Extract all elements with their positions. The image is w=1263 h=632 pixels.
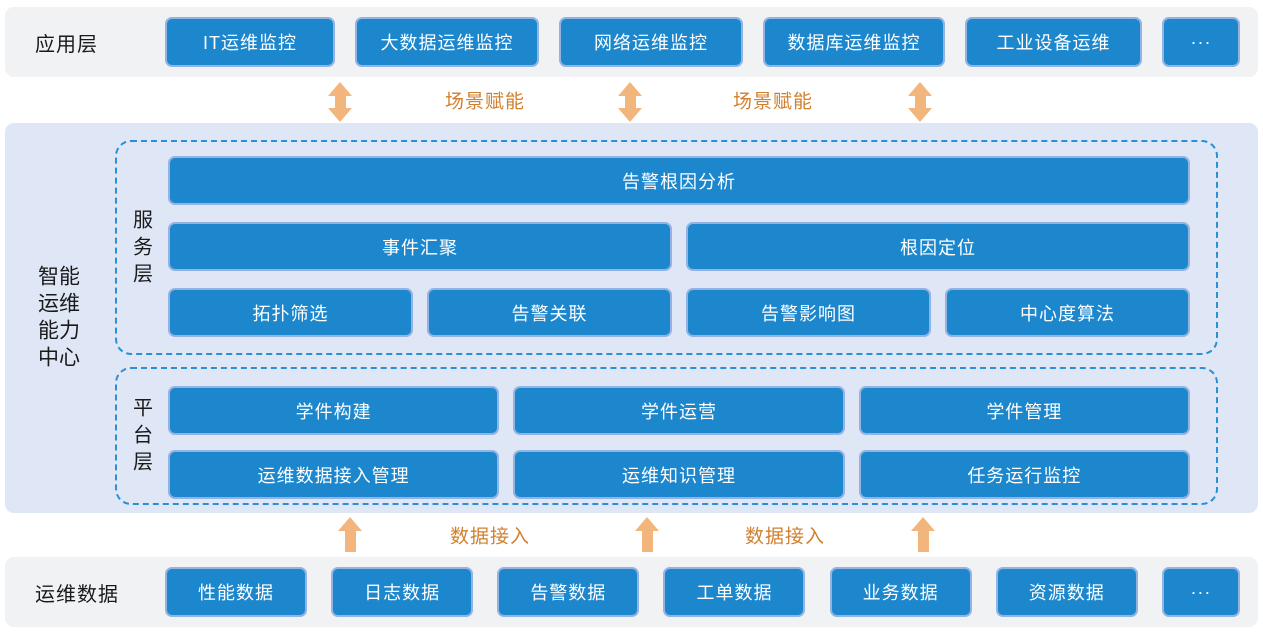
app-box-it-ops-monitoring: IT运维监控 xyxy=(165,17,335,67)
application-layer-band: 应用层 IT运维监控 大数据运维监控 网络运维监控 数据库运维监控 工业设备运维… xyxy=(5,7,1258,77)
data-box-log-data: 日志数据 xyxy=(331,567,474,617)
service-box-alarm-root-cause-analysis: 告警根因分析 xyxy=(168,156,1190,205)
ops-data-boxes: 性能数据 日志数据 告警数据 工单数据 业务数据 资源数据 ··· xyxy=(165,567,1258,617)
application-layer-label: 应用层 xyxy=(35,33,98,56)
app-box-industrial-equipment-ops: 工业设备运维 xyxy=(965,17,1142,67)
service-box-centrality-algorithm: 中心度算法 xyxy=(945,288,1190,337)
scene-empowerment-label: 场景赋能 xyxy=(445,91,526,113)
service-layer-label: 服务层 xyxy=(133,209,153,285)
platform-row-2: 运维数据接入管理 运维知识管理 任务运行监控 xyxy=(168,450,1190,499)
up-arrow-icon xyxy=(635,517,659,552)
double-arrow-icon xyxy=(908,82,932,122)
data-box-performance-data: 性能数据 xyxy=(165,567,307,617)
scene-empowerment-row: 场景赋能 场景赋能 xyxy=(0,77,1263,123)
app-box-database-ops-monitoring: 数据库运维监控 xyxy=(763,17,945,67)
app-box-ellipsis: ··· xyxy=(1162,17,1240,67)
app-box-bigdata-ops-monitoring: 大数据运维监控 xyxy=(355,17,539,67)
service-layer-group: 服务层 告警根因分析 事件汇聚 根因定位 拓扑筛选 告警关联 告警影响图 中心度… xyxy=(115,140,1218,355)
platform-layer-group: 平台层 学件构建 学件运营 学件管理 运维数据接入管理 运维知识管理 任务运行监… xyxy=(115,367,1218,505)
application-layer-boxes: IT运维监控 大数据运维监控 网络运维监控 数据库运维监控 工业设备运维 ··· xyxy=(165,17,1258,67)
platform-box-learnware-management: 学件管理 xyxy=(858,386,1190,435)
double-arrow-icon xyxy=(328,82,352,122)
ops-data-label: 运维数据 xyxy=(35,583,119,606)
platform-row-1: 学件构建 学件运营 学件管理 xyxy=(168,386,1190,435)
data-box-ticket-data: 工单数据 xyxy=(663,567,806,617)
service-row-3: 拓扑筛选 告警关联 告警影响图 中心度算法 xyxy=(168,288,1190,337)
data-box-ellipsis: ··· xyxy=(1161,567,1240,617)
data-access-row: 数据接入 数据接入 xyxy=(0,513,1263,557)
service-row-2: 事件汇聚 根因定位 xyxy=(168,222,1190,271)
service-row-1: 告警根因分析 xyxy=(168,156,1190,205)
double-arrow-icon xyxy=(618,82,642,122)
platform-box-task-run-monitoring: 任务运行监控 xyxy=(858,450,1190,499)
data-access-label: 数据接入 xyxy=(745,526,826,548)
platform-box-ops-data-access-management: 运维数据接入管理 xyxy=(168,450,500,499)
capability-center-label: 智能运维能力中心 xyxy=(38,265,80,369)
data-box-resource-data: 资源数据 xyxy=(995,567,1138,617)
platform-layer-content: 学件构建 学件运营 学件管理 运维数据接入管理 运维知识管理 任务运行监控 xyxy=(168,369,1190,503)
platform-layer-label: 平台层 xyxy=(133,397,153,474)
service-layer-content: 告警根因分析 事件汇聚 根因定位 拓扑筛选 告警关联 告警影响图 中心度算法 xyxy=(168,142,1190,353)
service-box-alarm-correlation: 告警关联 xyxy=(427,288,672,337)
up-arrow-icon xyxy=(911,517,935,552)
service-box-topology-filtering: 拓扑筛选 xyxy=(168,288,413,337)
scene-empowerment-label: 场景赋能 xyxy=(733,91,814,113)
ops-data-band: 运维数据 性能数据 日志数据 告警数据 工单数据 业务数据 资源数据 ··· xyxy=(5,557,1258,627)
service-box-root-cause-location: 根因定位 xyxy=(686,222,1190,271)
platform-box-learnware-operation: 学件运营 xyxy=(513,386,845,435)
service-box-alarm-impact-graph: 告警影响图 xyxy=(686,288,931,337)
platform-box-learnware-building: 学件构建 xyxy=(168,386,500,435)
data-box-alarm-data: 告警数据 xyxy=(497,567,640,617)
data-access-label: 数据接入 xyxy=(450,526,531,548)
data-box-business-data: 业务数据 xyxy=(829,567,972,617)
platform-box-ops-knowledge-management: 运维知识管理 xyxy=(513,450,845,499)
service-box-event-aggregation: 事件汇聚 xyxy=(168,222,672,271)
up-arrow-icon xyxy=(338,517,362,552)
app-box-network-ops-monitoring: 网络运维监控 xyxy=(559,17,743,67)
capability-center-band: 智能运维能力中心 服务层 告警根因分析 事件汇聚 根因定位 拓扑筛选 告警关联 … xyxy=(5,123,1258,513)
